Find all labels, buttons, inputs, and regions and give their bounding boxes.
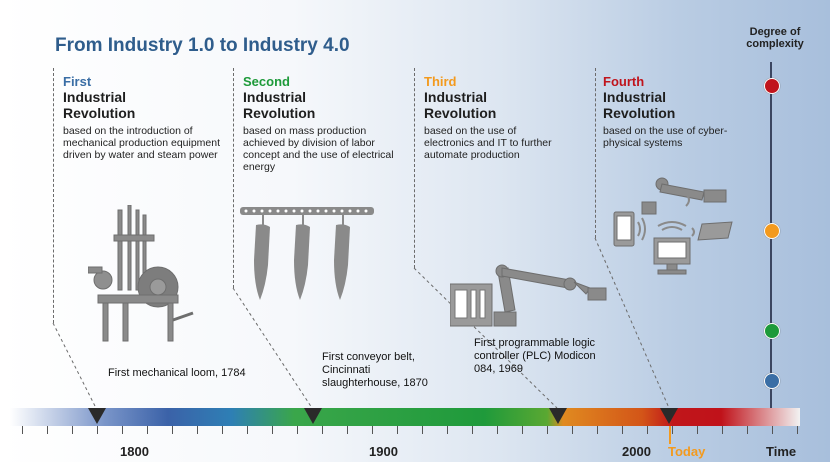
timeline-tick	[547, 426, 548, 434]
timeline-tick	[197, 426, 198, 434]
timeline-tick	[497, 426, 498, 434]
timeline-tick	[247, 426, 248, 434]
revolution-title-line2: Revolution	[603, 105, 676, 121]
mechanical-loom-icon	[88, 205, 194, 342]
timeline-tick	[522, 426, 523, 434]
year-label-1800: 1800	[120, 444, 149, 459]
revolution-title-line2: Revolution	[424, 105, 497, 121]
timeline-tick	[397, 426, 398, 434]
revolution-title-line2: Revolution	[63, 105, 136, 121]
timeline-tick	[797, 426, 798, 434]
complexity-dot-first	[764, 373, 780, 389]
event-label-loom: First mechanical loom, 1784	[108, 367, 246, 379]
timeline-tick	[447, 426, 448, 434]
timeline-tick	[22, 426, 23, 434]
year-label-1900: 1900	[369, 444, 398, 459]
event-label-conveyor: First conveyor belt, Cincinnati slaughte…	[322, 351, 428, 389]
revolution-number: Fourth	[603, 74, 645, 89]
timeline-marker-1870	[304, 408, 322, 424]
complexity-dot-fourth	[764, 78, 780, 94]
timeline-band	[10, 408, 800, 426]
timeline-tick	[372, 426, 373, 434]
revolution-fourth: Fourth Industrial Revolution based on th…	[603, 74, 768, 149]
timeline-tick	[597, 426, 598, 434]
revolution-third: Third Industrial Revolution based on the…	[424, 74, 589, 161]
era-divider	[414, 68, 415, 268]
timeline-tick	[747, 426, 748, 434]
today-label: Today	[668, 444, 706, 459]
complexity-dot-second	[764, 323, 780, 339]
revolution-description: based on the use of electronics and IT t…	[424, 125, 552, 161]
era-divider	[53, 68, 54, 323]
era-divider	[595, 68, 596, 238]
timeline-tick	[47, 426, 48, 434]
revolution-title-line1: Industrial	[63, 89, 127, 105]
timeline-tick	[347, 426, 348, 434]
timeline-tick	[622, 426, 623, 434]
connector-line-fourth	[594, 237, 670, 409]
timeline-marker-1969	[549, 408, 567, 424]
year-label-2000: 2000	[622, 444, 651, 459]
revolution-description: based on mass production achieved by div…	[243, 125, 394, 173]
timeline-tick	[222, 426, 223, 434]
timeline-marker-1784	[88, 408, 106, 424]
timeline-marker-fourth	[660, 408, 678, 424]
revolution-title-line1: Industrial	[243, 89, 307, 105]
cyber-physical-devices-icon	[613, 177, 733, 275]
revolution-first: First Industrial Revolution based on the…	[63, 74, 228, 161]
complexity-dot-third	[764, 223, 780, 239]
timeline-tick	[147, 426, 148, 434]
timeline-tick	[672, 426, 673, 434]
today-marker	[669, 426, 671, 444]
timeline-tick	[697, 426, 698, 434]
era-divider	[233, 68, 234, 288]
timeline-tick	[722, 426, 723, 434]
revolution-title-line1: Industrial	[603, 89, 667, 105]
conveyor-belt-icon	[240, 207, 374, 300]
connector-line-first	[52, 322, 97, 409]
timeline-tick	[172, 426, 173, 434]
timeline-tick	[322, 426, 323, 434]
timeline-tick	[472, 426, 473, 434]
timeline-tick	[772, 426, 773, 434]
time-axis-label: Time	[766, 444, 797, 459]
revolution-description: based on the use of cyber-physical syste…	[603, 125, 728, 149]
timeline-tick	[647, 426, 648, 434]
revolution-description: based on the introduction of mechanical …	[63, 125, 221, 161]
revolution-number: First	[63, 74, 92, 89]
timeline-tick	[72, 426, 73, 434]
event-label-plc: First programmable logic controller (PLC…	[474, 337, 596, 375]
timeline-tick	[272, 426, 273, 434]
revolution-number: Third	[424, 74, 457, 89]
timeline-tick	[297, 426, 298, 434]
page-title: From Industry 1.0 to Industry 4.0	[55, 35, 350, 56]
timeline-tick	[97, 426, 98, 434]
revolution-title-line2: Revolution	[243, 105, 316, 121]
revolution-title-line1: Industrial	[424, 89, 488, 105]
revolution-second: Second Industrial Revolution based on ma…	[243, 74, 408, 173]
timeline-tick	[122, 426, 123, 434]
robot-arm-plc-icon	[450, 264, 607, 327]
timeline-tick	[572, 426, 573, 434]
revolution-number: Second	[243, 74, 290, 89]
complexity-axis-label: Degree of complexity	[746, 26, 804, 50]
timeline-tick	[422, 426, 423, 434]
